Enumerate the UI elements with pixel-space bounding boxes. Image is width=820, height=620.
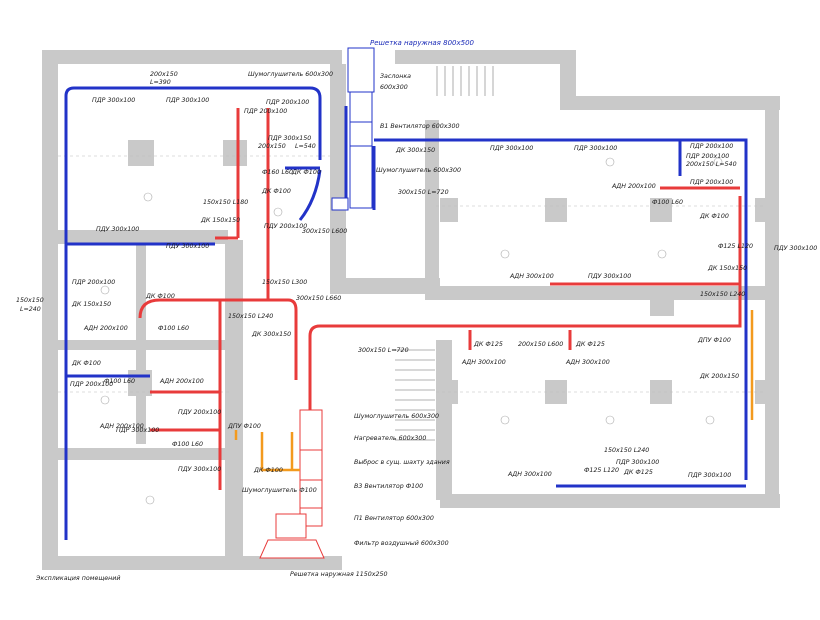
label-adn-300x100-a: АДН 300x100 <box>509 273 554 280</box>
label-200x150-b: 200x150 <box>258 143 286 150</box>
label-150x150-l240-low: 150x150 L240 <box>604 447 649 454</box>
label-adn-300x100-b: АДН 300x100 <box>461 359 506 366</box>
label-dk-phi100-d: ДК Ф100 <box>71 360 101 367</box>
label-dk-phi125-a: ДК Ф125 <box>473 341 503 348</box>
label-damper-size: 600x300 <box>380 84 408 91</box>
label-dk-300x150: ДК 300x150 <box>395 147 435 154</box>
label-phi160: Ф160 L60 <box>262 169 293 176</box>
label-adn-200x100-c: АДН 200x100 <box>99 423 144 430</box>
label-pdr-300x100-a: ПДР 300x100 <box>92 97 135 104</box>
plan-labels: Решетка наружная 800x500 Заслонка 600x30… <box>16 39 817 582</box>
label-heater: Нагреватель 600x300 <box>354 435 426 442</box>
label-pdu-300x100-f: ПДР 300x100 <box>116 427 159 434</box>
label-pdu-300x100-a: ПДУ 300x100 <box>96 226 139 233</box>
label-pdr-300x100-b: ПДР 300x100 <box>166 97 209 104</box>
label-damper: Заслонка <box>380 73 411 80</box>
label-pdr-200x100-b: ПДР 200x100 <box>244 108 287 115</box>
label-dk-200x150: ДК 200x150 <box>699 373 739 380</box>
label-pdu-300x100-right: ПДУ 300x100 <box>774 245 817 252</box>
label-150x150-l240-right: 150x150 L240 <box>700 291 745 298</box>
label-exhaust-shaft: Выброс в сущ. шахту здания <box>354 458 450 466</box>
label-150x150-left: 150x150 <box>16 297 44 304</box>
label-adn-300x100-d: АДН 300x100 <box>507 471 552 478</box>
heating-lines <box>234 310 754 472</box>
label-phi100-l60-c: Ф100 L60 <box>172 441 203 448</box>
label-dpu-phi100-b: ДПУ Ф100 <box>697 337 731 344</box>
label-pdu-200x100-b: ПДУ 200x100 <box>178 409 221 416</box>
label-dk-phi100-c: ДК Ф100 <box>145 293 175 300</box>
label-pdr-300x150: ПДР 300x150 <box>268 135 311 142</box>
label-dpu-phi100: ДПУ Ф100 <box>227 423 261 430</box>
label-pdr-300x100-d: ПДР 300x100 <box>574 145 617 152</box>
supply-equipment <box>259 409 325 559</box>
label-pdr-300x100-f: ПДР 300x100 <box>688 472 731 479</box>
label-l240-left: L=240 <box>20 306 41 313</box>
exhaust-ducts <box>64 86 748 540</box>
label-150x150-l240-mid: 150x150 L240 <box>228 313 273 320</box>
label-pdr-200x100-g: ПДР 200x100 <box>690 179 733 186</box>
exhaust-equipment <box>331 47 375 211</box>
label-legend-note: Экспликация помещений <box>35 575 120 582</box>
building-walls <box>42 50 780 570</box>
label-200x150-l600: 200x150 L600 <box>518 341 563 348</box>
label-dk-300x150-b: ДК 300x150 <box>251 331 291 338</box>
label-p1-fan: П1 Вентилятор 600x300 <box>354 515 434 522</box>
label-300x150-l720-mid: 300x150 L=720 <box>358 347 409 354</box>
label-adn-200x100-d: АДН 200x100 <box>611 183 656 190</box>
label-outdoor-grille: Решетка наружная 1150x250 <box>290 571 388 578</box>
label-pdr-300x100-c: ПДР 300x100 <box>490 145 533 152</box>
label-300x150-l720: 300x150 L=720 <box>398 189 449 196</box>
label-pdr-200x100-f: ПДР 200x100 <box>686 153 729 160</box>
label-dk-phi100-f: ДК Ф100 <box>699 213 729 220</box>
label-phi100-l60: Ф100 L60 <box>158 325 189 332</box>
label-200x150: 200x150 <box>150 71 178 78</box>
label-filter: Фильтр воздушный 600x300 <box>354 540 449 547</box>
label-dk-phi100-e: ДК Ф100 <box>253 467 283 474</box>
label-150x150-l300: 150x150 L300 <box>262 279 307 286</box>
label-b3-fan: В3 Вентилятор Ф100 <box>354 483 423 490</box>
label-phi125-l120: Ф125 L120 <box>718 243 753 250</box>
label-200x150-l540: 200x150 L=540 <box>686 161 737 168</box>
label-pdu-300x100-d: ПДУ 300x100 <box>588 273 631 280</box>
label-dk-phi100-a: ДК Ф100 <box>291 169 321 176</box>
label-phi100-l60-d: Ф100 L60 <box>652 199 683 206</box>
label-intake-grille: Решетка наружная 800x500 <box>370 39 475 47</box>
label-dk-150x150-b: ДК 150x150 <box>71 301 111 308</box>
label-pdu-200x100-a: ПДУ 200x100 <box>264 223 307 230</box>
label-pdr-200x100-c: ПДР 200x100 <box>72 279 115 286</box>
label-pdr-200x100-a: ПДР 200x100 <box>266 99 309 106</box>
label-adn-200x100-a: АДН 200x100 <box>83 325 128 332</box>
label-pdr-300x100-e: ПДР 300x100 <box>616 459 659 466</box>
label-silencer-phi: Шумоглушитель Ф100 <box>242 487 317 494</box>
label-l390: L=390 <box>150 79 171 86</box>
label-dk-150x150-c: ДК 150x150 <box>707 265 747 272</box>
label-adn-300x100-c: АДН 300x100 <box>565 359 610 366</box>
label-b1-fan: В1 Вентилятор 600x300 <box>380 123 460 130</box>
label-l540: L=540 <box>295 143 316 150</box>
label-pdr-200x100-d: ПДР 200x100 <box>70 381 113 388</box>
label-adn-200x100-b: АДН 200x100 <box>159 378 204 385</box>
label-300x150-l660: 300x150 L660 <box>296 295 341 302</box>
label-phi100-l60-b: Ф100 L60 <box>104 378 135 385</box>
supply-ducts <box>138 108 742 490</box>
label-dk-phi125-c: ДК Ф125 <box>623 469 653 476</box>
label-dk-150x150: ДК 150x150 <box>200 217 240 224</box>
label-dk-phi100-b: ДК Ф100 <box>261 188 291 195</box>
label-silencer-low: Шумоглушитель 600x300 <box>354 413 439 420</box>
label-pdu-300x100-b: ПДУ 300x100 <box>166 243 209 250</box>
label-dk-phi125-b: ДК Ф125 <box>575 341 605 348</box>
label-150x150-l180: 150x150 L180 <box>203 199 248 206</box>
label-silencer-top: Шумоглушитель 600x300 <box>248 71 333 78</box>
label-phi125-l120-b: Ф125 L120 <box>584 467 619 474</box>
label-silencer-mid: Шумоглушитель 600x300 <box>376 167 461 174</box>
label-pdu-300x100-c: ПДУ 300x100 <box>178 466 221 473</box>
label-pdr-200x100-e: ПДР 200x100 <box>690 143 733 150</box>
label-300x150-l600: 300x150 L600 <box>302 228 347 235</box>
